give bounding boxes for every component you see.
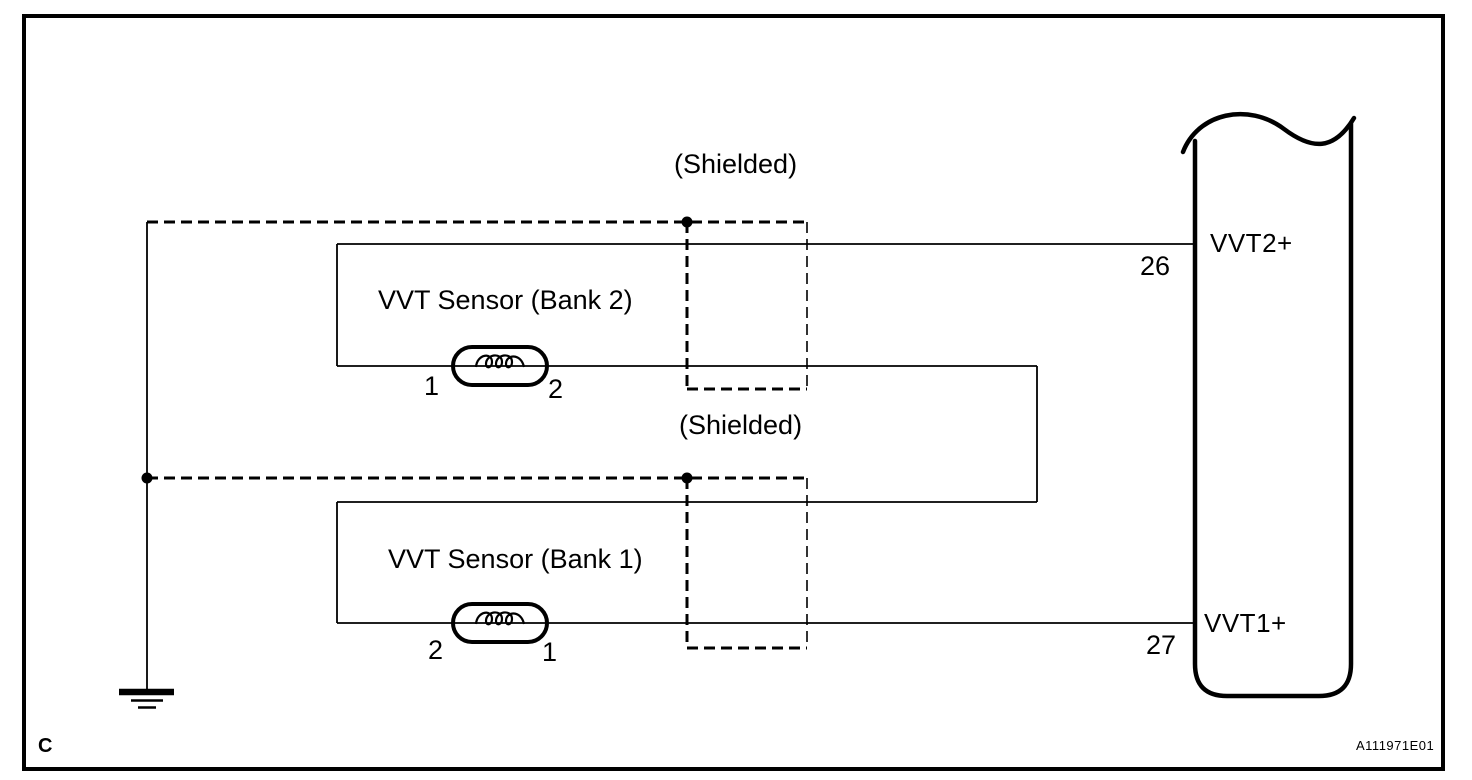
chassis-ground-icon [119, 688, 174, 709]
sensor-bank1-pin-left: 2 [428, 635, 444, 665]
sensor-bank2-body [451, 345, 549, 387]
shield-top-outline [147, 220, 808, 391]
sensor-bank1-body [451, 602, 549, 644]
ecm-pin27-number: 27 [1146, 630, 1177, 660]
diagram-border [22, 14, 1445, 771]
sensor-bank2-pin-left: 1 [424, 371, 440, 401]
figure-label: C [38, 735, 53, 757]
ecm-connector-body [1192, 121, 1354, 699]
sensor-bank2-label: VVT Sensor (Bank 2) [378, 285, 633, 315]
inductor-coil-icon [474, 611, 526, 626]
signal-wires [146, 222, 1195, 689]
ecm-connector-wave [1180, 112, 1357, 155]
shield-bottom-outline [147, 476, 808, 650]
junction-dots [141, 216, 693, 484]
junction-dot-shield2 [681, 216, 693, 228]
ecm-pin27-label: VVT1+ [1204, 608, 1287, 638]
ecm-connector-shape [1180, 112, 1357, 699]
ecm-pin26-label: VVT2+ [1210, 228, 1293, 258]
inductor-coil-icon [474, 354, 526, 369]
figure-code: A111971E01 [1356, 738, 1435, 753]
shield-label-bottom: (Shielded) [679, 410, 803, 440]
junction-dot-ground [141, 472, 153, 484]
junction-dot-shield1 [681, 472, 693, 484]
sensor-bank1-pin-right: 1 [542, 637, 558, 667]
ecm-pin26-number: 26 [1140, 251, 1171, 281]
sensor-bank1-label: VVT Sensor (Bank 1) [388, 544, 643, 574]
sensor-bank2-pin-right: 2 [548, 374, 564, 404]
shield-label-top: (Shielded) [674, 149, 798, 179]
